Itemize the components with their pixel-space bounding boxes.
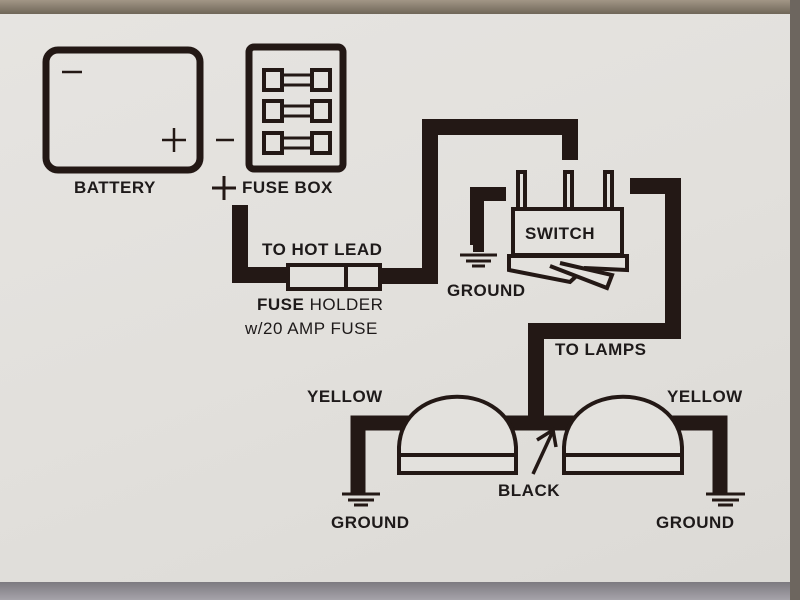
fuse-box	[212, 43, 347, 200]
monitor-bezel-top	[0, 0, 800, 14]
monitor-bezel-bottom	[0, 582, 800, 600]
fuse-holder	[286, 263, 382, 291]
fuse-holder-sub-label: w/20 AMP FUSE	[244, 319, 378, 338]
wire-switch-ground	[470, 187, 506, 252]
wire-lamp-common	[350, 415, 728, 495]
switch-ground-symbol	[460, 253, 497, 268]
fuse-box-body	[245, 43, 347, 173]
left-yellow-label: YELLOW	[307, 387, 383, 406]
right-ground-label: GROUND	[656, 513, 735, 532]
battery	[42, 46, 204, 174]
fuse-1	[262, 68, 332, 92]
black-wire-label: BLACK	[498, 481, 560, 500]
to-hot-lead-label: TO HOT LEAD	[262, 240, 382, 259]
right-ground-symbol	[706, 492, 745, 507]
fuse-box-label: FUSE BOX	[242, 178, 333, 197]
monitor-bezel-right	[790, 0, 800, 600]
wire-hot-lead	[232, 205, 290, 283]
left-ground-symbol	[342, 492, 380, 507]
black-wire-arrow	[531, 427, 558, 475]
fuse-holder-label-bold: FUSE	[257, 295, 304, 314]
switch-label: SWITCH	[525, 224, 595, 243]
switch-ground-label: GROUND	[447, 281, 526, 300]
wire-to-lamps	[528, 178, 681, 418]
switch	[507, 170, 629, 291]
battery-body	[42, 46, 204, 174]
lamp-right	[562, 394, 684, 475]
fuse-3	[262, 131, 332, 155]
lamp-left	[397, 394, 518, 475]
wire-fused-to-switch	[380, 119, 578, 284]
fuse-2	[262, 99, 332, 123]
battery-label: BATTERY	[74, 178, 156, 197]
fuse-holder-label: FUSE HOLDER	[257, 295, 383, 314]
to-lamps-label: TO LAMPS	[555, 340, 647, 359]
screen-area	[0, 14, 790, 582]
fuse-holder-label-rest: HOLDER	[304, 295, 383, 314]
left-ground-label: GROUND	[331, 513, 410, 532]
right-yellow-label: YELLOW	[667, 387, 743, 406]
